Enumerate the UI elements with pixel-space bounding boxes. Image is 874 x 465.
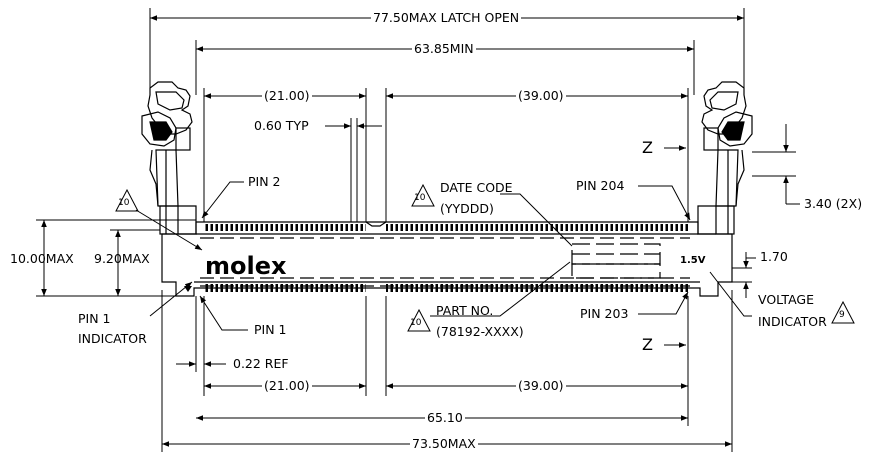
callout-part-format: (78192-XXXX) [436, 324, 524, 339]
label-bottom-left-span: (21.00) [262, 378, 312, 393]
callout-date-code: DATE CODE [440, 180, 513, 195]
note-triangles [115, 183, 855, 332]
label-bottom-offset: 0.22 REF [233, 356, 289, 371]
callout-pin204: PIN 204 [576, 178, 625, 193]
callout-voltage: VOLTAGE [758, 292, 814, 307]
dim-170 [732, 252, 756, 298]
dim-top-left-span [203, 88, 367, 222]
callout-part-no: PART NO. [436, 303, 494, 318]
label-voltage-dim: 1.70 [760, 249, 788, 264]
note-10-part: 10 [410, 318, 422, 328]
callout-pin1-indicator-2: INDICATOR [78, 331, 147, 346]
pin1-mark [184, 286, 192, 292]
right-latch [697, 81, 753, 235]
label-height-max: 10.00MAX [10, 251, 74, 266]
note-10-left: 10 [118, 198, 130, 208]
callout-voltage-2: INDICATOR [758, 314, 827, 329]
label-body-height: 9.20MAX [94, 251, 150, 266]
dim-latch-340 [752, 124, 800, 205]
callout-pin203: PIN 203 [580, 306, 629, 321]
callout-pin1-indicator: PIN 1 [78, 311, 111, 326]
label-top-right-span: (39.00) [516, 88, 566, 103]
label-min-width: 63.85MIN [412, 41, 476, 56]
note-9: 9 [839, 310, 845, 320]
section-markers [664, 142, 689, 350]
callout-pin2: PIN 2 [248, 174, 281, 189]
dim-height [36, 219, 196, 297]
left-latch [141, 81, 197, 235]
label-top-left-span: (21.00) [262, 88, 312, 103]
label-overall-pins: 65.10 [425, 410, 465, 425]
leaders [135, 181, 752, 331]
label-overall-max: 73.50MAX [410, 436, 478, 451]
section-z-bottom: Z [642, 335, 653, 354]
section-z-top: Z [642, 138, 653, 157]
label-pin-pitch: 0.60 TYP [254, 118, 309, 133]
label-bottom-right-span: (39.00) [516, 378, 566, 393]
note-10-date: 10 [414, 193, 426, 203]
label-latch-open: 77.50MAX LATCH OPEN [371, 10, 522, 25]
label-latch-340: 3.40 (2X) [804, 196, 863, 211]
callout-date-format: (YYDDD) [440, 201, 494, 216]
voltage-mark: 1.5V [680, 255, 706, 266]
dim-pin-pitch [325, 118, 382, 222]
callout-pin1: PIN 1 [254, 322, 287, 337]
brand-logo: molex [205, 252, 287, 280]
